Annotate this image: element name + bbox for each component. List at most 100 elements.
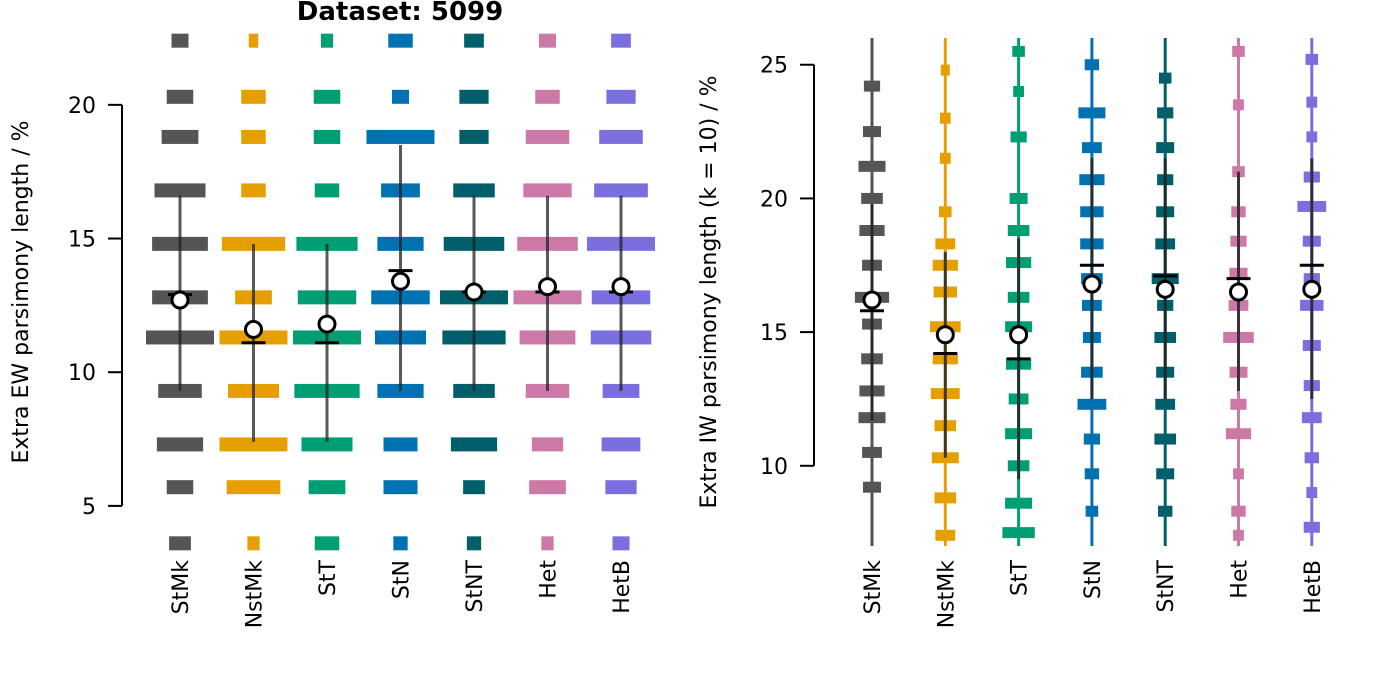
violin-het	[1223, 38, 1254, 546]
density-bar	[1303, 521, 1320, 533]
mean-point	[935, 325, 955, 345]
density-bar	[1158, 505, 1173, 517]
density-bar	[1232, 45, 1245, 57]
mean-point	[862, 290, 882, 310]
density-bar	[611, 33, 631, 48]
density-bar	[1233, 529, 1244, 541]
x-category-label: Het	[1228, 560, 1253, 599]
density-bar	[1225, 428, 1252, 440]
mean-point	[391, 271, 410, 291]
density-bar	[320, 33, 334, 48]
x-category-label: StN	[390, 560, 415, 599]
density-bar	[392, 89, 409, 104]
violin-stn	[366, 33, 435, 551]
density-bar	[599, 129, 643, 144]
density-bar	[169, 536, 191, 551]
density-bar	[1010, 131, 1027, 143]
density-bar	[388, 33, 413, 48]
violin-stnt	[440, 33, 508, 551]
y-tick-label: 20	[68, 94, 96, 119]
density-bar	[606, 89, 636, 104]
density-bar	[166, 480, 194, 495]
density-bar	[241, 183, 266, 198]
density-bar	[453, 183, 495, 198]
density-bar	[166, 89, 194, 104]
violin-nstmk	[930, 38, 961, 546]
density-bar	[1013, 85, 1024, 97]
density-bar	[241, 89, 266, 104]
y-tick-label: 25	[760, 54, 788, 79]
density-bar	[1009, 192, 1028, 204]
density-bar	[241, 129, 266, 144]
density-bar	[1304, 452, 1319, 464]
density-bar	[541, 536, 554, 551]
density-bar	[219, 437, 288, 452]
density-bar	[1231, 505, 1246, 517]
density-bar	[154, 183, 206, 198]
y-tick-label: 15	[760, 321, 788, 346]
density-bar	[935, 529, 956, 541]
density-bar	[466, 536, 482, 551]
mean-point	[464, 282, 484, 302]
density-bar	[1005, 497, 1033, 509]
mean-point	[244, 319, 263, 339]
density-bar	[463, 480, 485, 495]
mean-point	[1155, 279, 1175, 299]
density-bar	[248, 33, 259, 48]
density-bar	[308, 480, 346, 495]
x-category-label: HetB	[1301, 560, 1326, 614]
density-bar	[301, 437, 353, 452]
density-bar	[247, 536, 260, 551]
density-bar	[366, 129, 435, 144]
density-bar	[535, 89, 560, 104]
density-bar	[1082, 142, 1102, 154]
density-bar	[1077, 398, 1107, 410]
density-bar	[939, 152, 951, 164]
density-bar	[939, 112, 951, 124]
violin-stmk	[854, 38, 890, 546]
density-bar	[934, 492, 957, 504]
x-category-label: StMk	[861, 560, 886, 615]
density-bar	[1002, 527, 1035, 539]
density-bar	[1156, 142, 1175, 154]
density-bar	[1084, 59, 1100, 71]
x-category-label: StN	[1081, 560, 1106, 599]
x-category-label: StMk	[169, 560, 194, 615]
density-bar	[858, 160, 886, 172]
x-category-label: HetB	[610, 560, 635, 614]
density-bar	[383, 480, 418, 495]
density-bar	[1157, 107, 1174, 119]
y-tick-label: 20	[760, 187, 788, 212]
mean-point	[1082, 274, 1102, 294]
density-bar	[450, 437, 498, 452]
violin-nstmk	[219, 33, 288, 551]
violin-stnt	[1151, 38, 1179, 546]
x-category-label: StNT	[463, 559, 488, 612]
density-bar	[531, 437, 564, 452]
density-bar	[525, 129, 570, 144]
density-bar	[1007, 225, 1030, 237]
density-bar	[1156, 468, 1175, 480]
density-bar	[863, 481, 881, 493]
density-bar	[1305, 53, 1319, 65]
mean-point	[170, 290, 190, 310]
density-bar	[1084, 468, 1100, 480]
density-bar	[594, 183, 648, 198]
violin-stn	[1077, 38, 1107, 546]
density-bar	[1301, 412, 1322, 424]
density-bar	[156, 437, 204, 452]
density-bar	[1154, 433, 1176, 445]
mean-point	[1229, 282, 1248, 302]
density-bar	[605, 480, 637, 495]
x-category-label: NstMk	[243, 560, 268, 629]
chart-title: Dataset: 5099	[297, 0, 503, 27]
density-bar	[313, 89, 341, 104]
violin-stmk	[146, 33, 214, 551]
density-bar	[861, 192, 883, 204]
y-tick-label: 15	[68, 228, 96, 253]
violin-het	[513, 33, 582, 551]
mean-point	[317, 314, 337, 334]
density-bar	[1306, 131, 1318, 143]
